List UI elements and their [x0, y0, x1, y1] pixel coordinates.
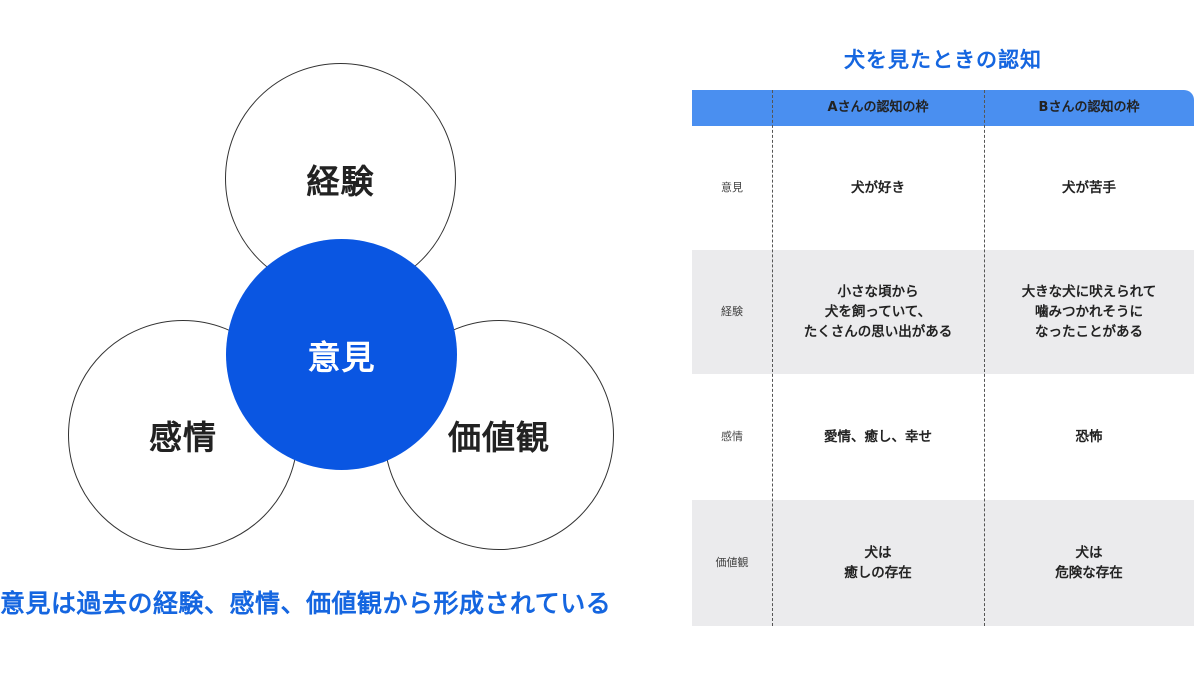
table-row-experience: 経験 小さな頃から 犬を飼っていて、 たくさんの思い出がある 大きな犬に吠えられ…: [692, 250, 1194, 374]
row-label: 意見: [721, 181, 743, 194]
opinion-circle: 意見: [226, 239, 457, 470]
cell-a: 犬が好き: [851, 180, 905, 196]
cell-a: 犬は 癒しの存在: [844, 545, 912, 581]
values-label: 価値観: [448, 418, 550, 457]
cell-b: 恐怖: [1075, 429, 1103, 445]
cell-a: 愛情、癒し、幸せ: [824, 429, 932, 445]
table-row-opinion: 意見 犬が好き 犬が苦手: [692, 126, 1194, 250]
cognition-table: Aさんの認知の枠 Bさんの認知の枠 意見 犬が好き 犬が苦手 経験 小さな頃から…: [692, 90, 1194, 626]
row-label: 感情: [721, 430, 743, 443]
cell-b: 犬が苦手: [1062, 180, 1116, 196]
row-label: 価値観: [715, 556, 749, 569]
diagram-caption: 意見は過去の経験、感情、価値観から形成されている: [0, 589, 612, 618]
table-row-values: 価値観 犬は 癒しの存在 犬は 危険な存在: [692, 500, 1194, 626]
header-person-a: Aさんの認知の枠: [827, 100, 929, 115]
column-divider: [772, 90, 773, 626]
cell-b: 犬は 危険な存在: [1055, 545, 1123, 581]
experience-label: 経験: [306, 161, 375, 201]
table-row-emotion: 感情 愛情、癒し、幸せ 恐怖: [692, 374, 1194, 500]
header-person-b: Bさんの認知の枠: [1038, 100, 1140, 115]
cell-b: 大きな犬に吠えられて 噛みつかれそうに なったことがある: [1021, 284, 1157, 340]
emotion-label: 感情: [149, 418, 217, 457]
column-divider: [984, 90, 985, 626]
cell-a: 小さな頃から 犬を飼っていて、 たくさんの思い出がある: [803, 284, 953, 340]
venn-diagram: 経験 感情 価値観 意見: [68, 63, 614, 550]
row-label: 経験: [721, 305, 743, 318]
opinion-label: 意見: [307, 337, 376, 377]
table-header: Aさんの認知の枠 Bさんの認知の枠: [692, 90, 1194, 126]
table-title: 犬を見たときの認知: [844, 48, 1042, 72]
